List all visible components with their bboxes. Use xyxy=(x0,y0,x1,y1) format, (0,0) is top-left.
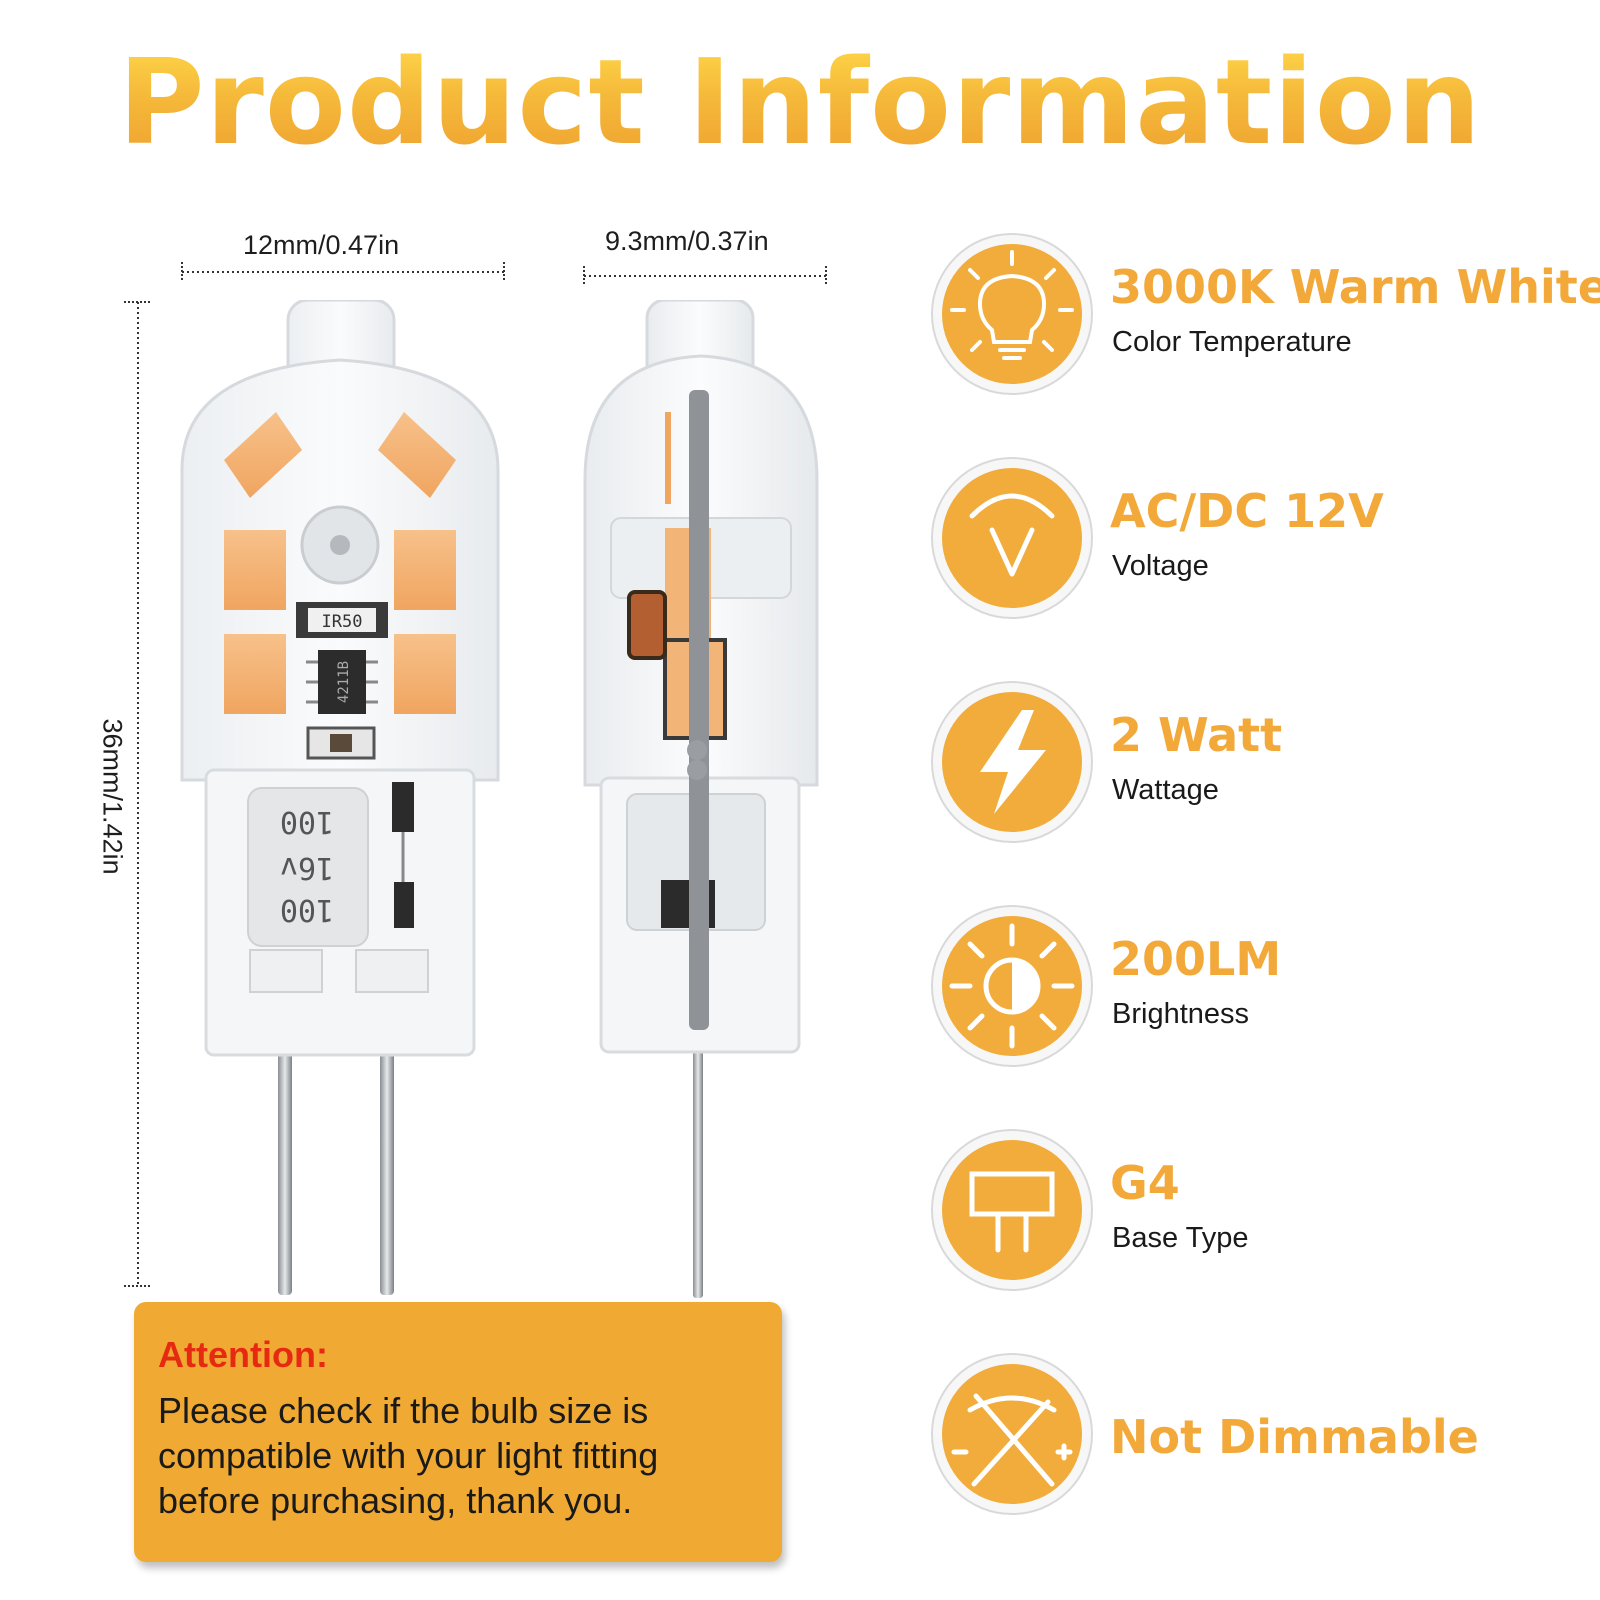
spec-dimmable: Not Dimmable xyxy=(930,1352,1570,1516)
spec-value: G4 xyxy=(1110,1156,1180,1210)
spec-value: Not Dimmable xyxy=(1110,1410,1479,1464)
lightbulb-icon xyxy=(931,233,1093,395)
attention-body: Please check if the bulb size is compati… xyxy=(158,1390,659,1521)
spec-label: Voltage xyxy=(1112,550,1209,582)
front-width-label: 12mm/0.47in xyxy=(243,230,400,260)
front-width-line xyxy=(181,262,505,282)
height-label: 36mm/1.42in xyxy=(97,718,128,875)
attention-box: Attention: Please check if the bulb size… xyxy=(134,1302,782,1562)
spec-value: 3000K Warm White xyxy=(1110,260,1600,314)
side-width-label: 9.3mm/0.37in xyxy=(605,226,769,256)
resistor-marking: IR50 xyxy=(322,612,363,632)
spec-base-type: G4 Base Type xyxy=(930,1128,1570,1292)
sun-brightness-icon xyxy=(931,905,1093,1067)
spec-wattage: 2 Watt Wattage xyxy=(930,680,1570,844)
capacitor-marking-3: 100 xyxy=(280,892,334,927)
bulb-side-view xyxy=(583,300,819,1298)
page-title: Product Information xyxy=(0,37,1600,168)
capacitor-marking-2: 16v xyxy=(280,850,334,885)
not-dimmable-icon xyxy=(931,1353,1093,1515)
spec-value: 2 Watt xyxy=(1110,708,1283,762)
spec-voltage: AC/DC 12V Voltage xyxy=(930,456,1570,620)
spec-brightness: 200LM Brightness xyxy=(930,904,1570,1068)
spec-color-temperature: 3000K Warm White Color Temperature xyxy=(930,232,1600,396)
spec-value: AC/DC 12V xyxy=(1110,484,1384,538)
g4-base-icon xyxy=(931,1129,1093,1291)
spec-label: Brightness xyxy=(1112,998,1250,1030)
side-width-line xyxy=(583,266,827,286)
capacitor-marking-1: 100 xyxy=(280,804,334,839)
lightning-bolt-icon xyxy=(931,681,1093,843)
chip-marking: 4211B xyxy=(336,661,352,703)
spec-value: 200LM xyxy=(1110,932,1282,986)
spec-label: Wattage xyxy=(1112,774,1219,806)
bulb-front-view: IR50 4211B 100 16v 100 xyxy=(180,300,500,1295)
voltage-icon xyxy=(931,457,1093,619)
height-line xyxy=(124,301,152,1287)
spec-label: Color Temperature xyxy=(1112,326,1352,358)
attention-title: Attention: xyxy=(158,1334,328,1375)
spec-label: Base Type xyxy=(1112,1222,1249,1254)
